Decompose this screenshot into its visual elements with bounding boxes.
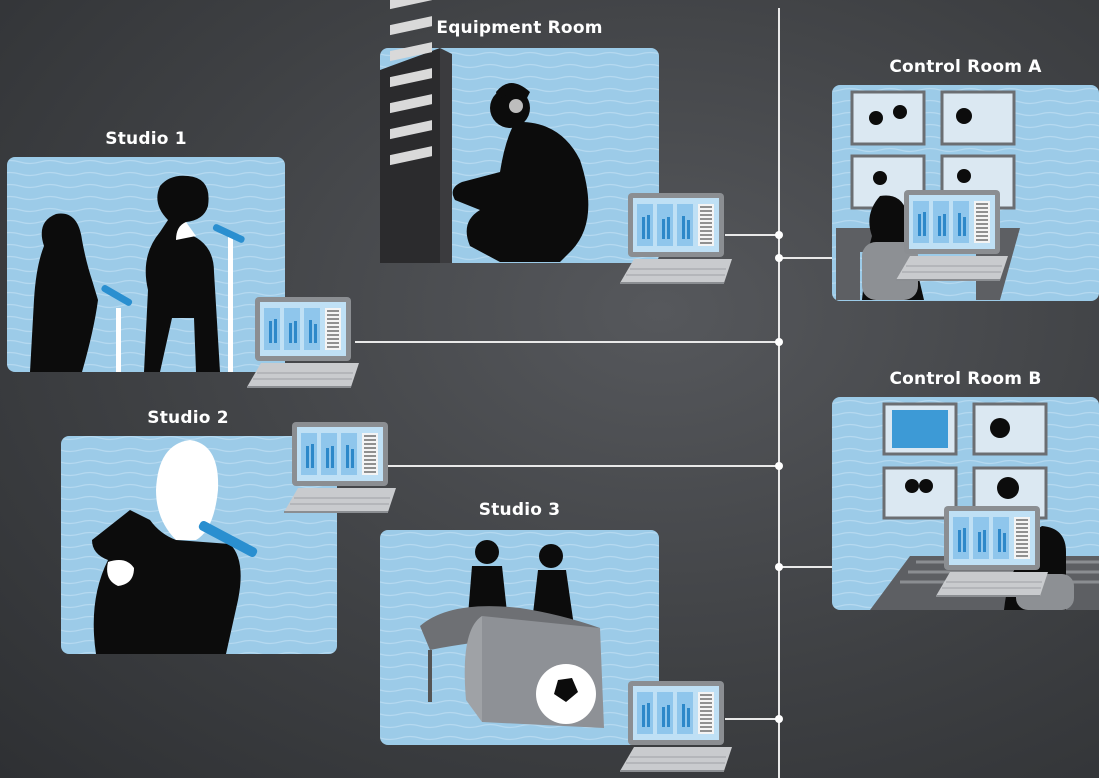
junction-dot	[775, 231, 783, 239]
monitor-screen	[882, 466, 958, 520]
chair-icon	[862, 242, 918, 300]
studio-3	[380, 530, 733, 772]
junction-dot	[775, 338, 783, 346]
control-room-b	[832, 397, 1099, 610]
singer-illustration	[92, 440, 241, 654]
singers-illustration	[30, 175, 220, 372]
control-room-b-label: Control Room B	[889, 369, 1042, 389]
laptop-icon	[283, 421, 397, 513]
laptop-icon	[246, 296, 360, 388]
microphone-icon	[101, 224, 245, 306]
headphones-icon	[509, 99, 523, 113]
studio-2-label: Studio 2	[147, 408, 229, 428]
control-room-a-label: Control Room A	[889, 57, 1042, 77]
junction-dots	[775, 231, 783, 723]
network-lines	[355, 8, 832, 778]
laptop-icon	[935, 505, 1049, 597]
monitor-screen	[940, 90, 1016, 146]
news-desk-illustration	[420, 606, 604, 728]
server-rack-illustration	[380, 0, 452, 263]
singer-detail	[116, 222, 233, 372]
monitor-screen	[850, 90, 926, 146]
junction-dot	[775, 462, 783, 470]
junction-dot	[775, 563, 783, 571]
monitor-wall	[850, 90, 1016, 210]
laptop-icon	[895, 189, 1009, 281]
junction-dot	[775, 254, 783, 262]
equipment-room	[380, 0, 733, 284]
equipment-room-label: Equipment Room	[436, 18, 603, 38]
laptop-icon	[619, 680, 733, 772]
junction-dot	[775, 715, 783, 723]
control-room-a	[832, 85, 1099, 301]
studio-1	[7, 157, 360, 388]
studio-1-label: Studio 1	[105, 129, 187, 149]
studio-2	[61, 421, 397, 654]
microphone-icon	[198, 520, 258, 558]
monitor-screen	[972, 402, 1048, 456]
studio-3-label: Studio 3	[478, 500, 561, 520]
laptop-icon	[619, 192, 733, 284]
